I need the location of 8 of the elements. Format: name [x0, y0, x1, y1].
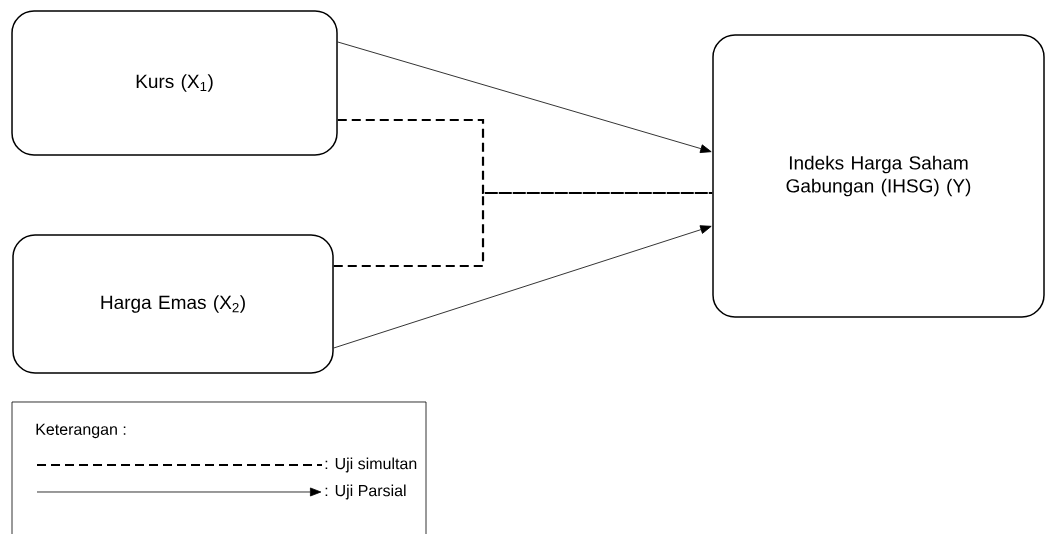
process-box: Harga Emas (X$_{2}$) — [12, 234, 334, 374]
legend-title: Keterangan : — [36, 423, 126, 439]
arrow — [337, 41, 712, 153]
arrow — [333, 225, 712, 349]
process-box: Kurs (X$_{1}$) — [11, 10, 338, 156]
legend-text: : Uji Parsial — [325, 484, 406, 500]
legend-text: : Uji simultan — [325, 457, 417, 473]
process-box: Indeks Harga Saham Gabungan (IHSG) (Y) — [712, 34, 1045, 318]
